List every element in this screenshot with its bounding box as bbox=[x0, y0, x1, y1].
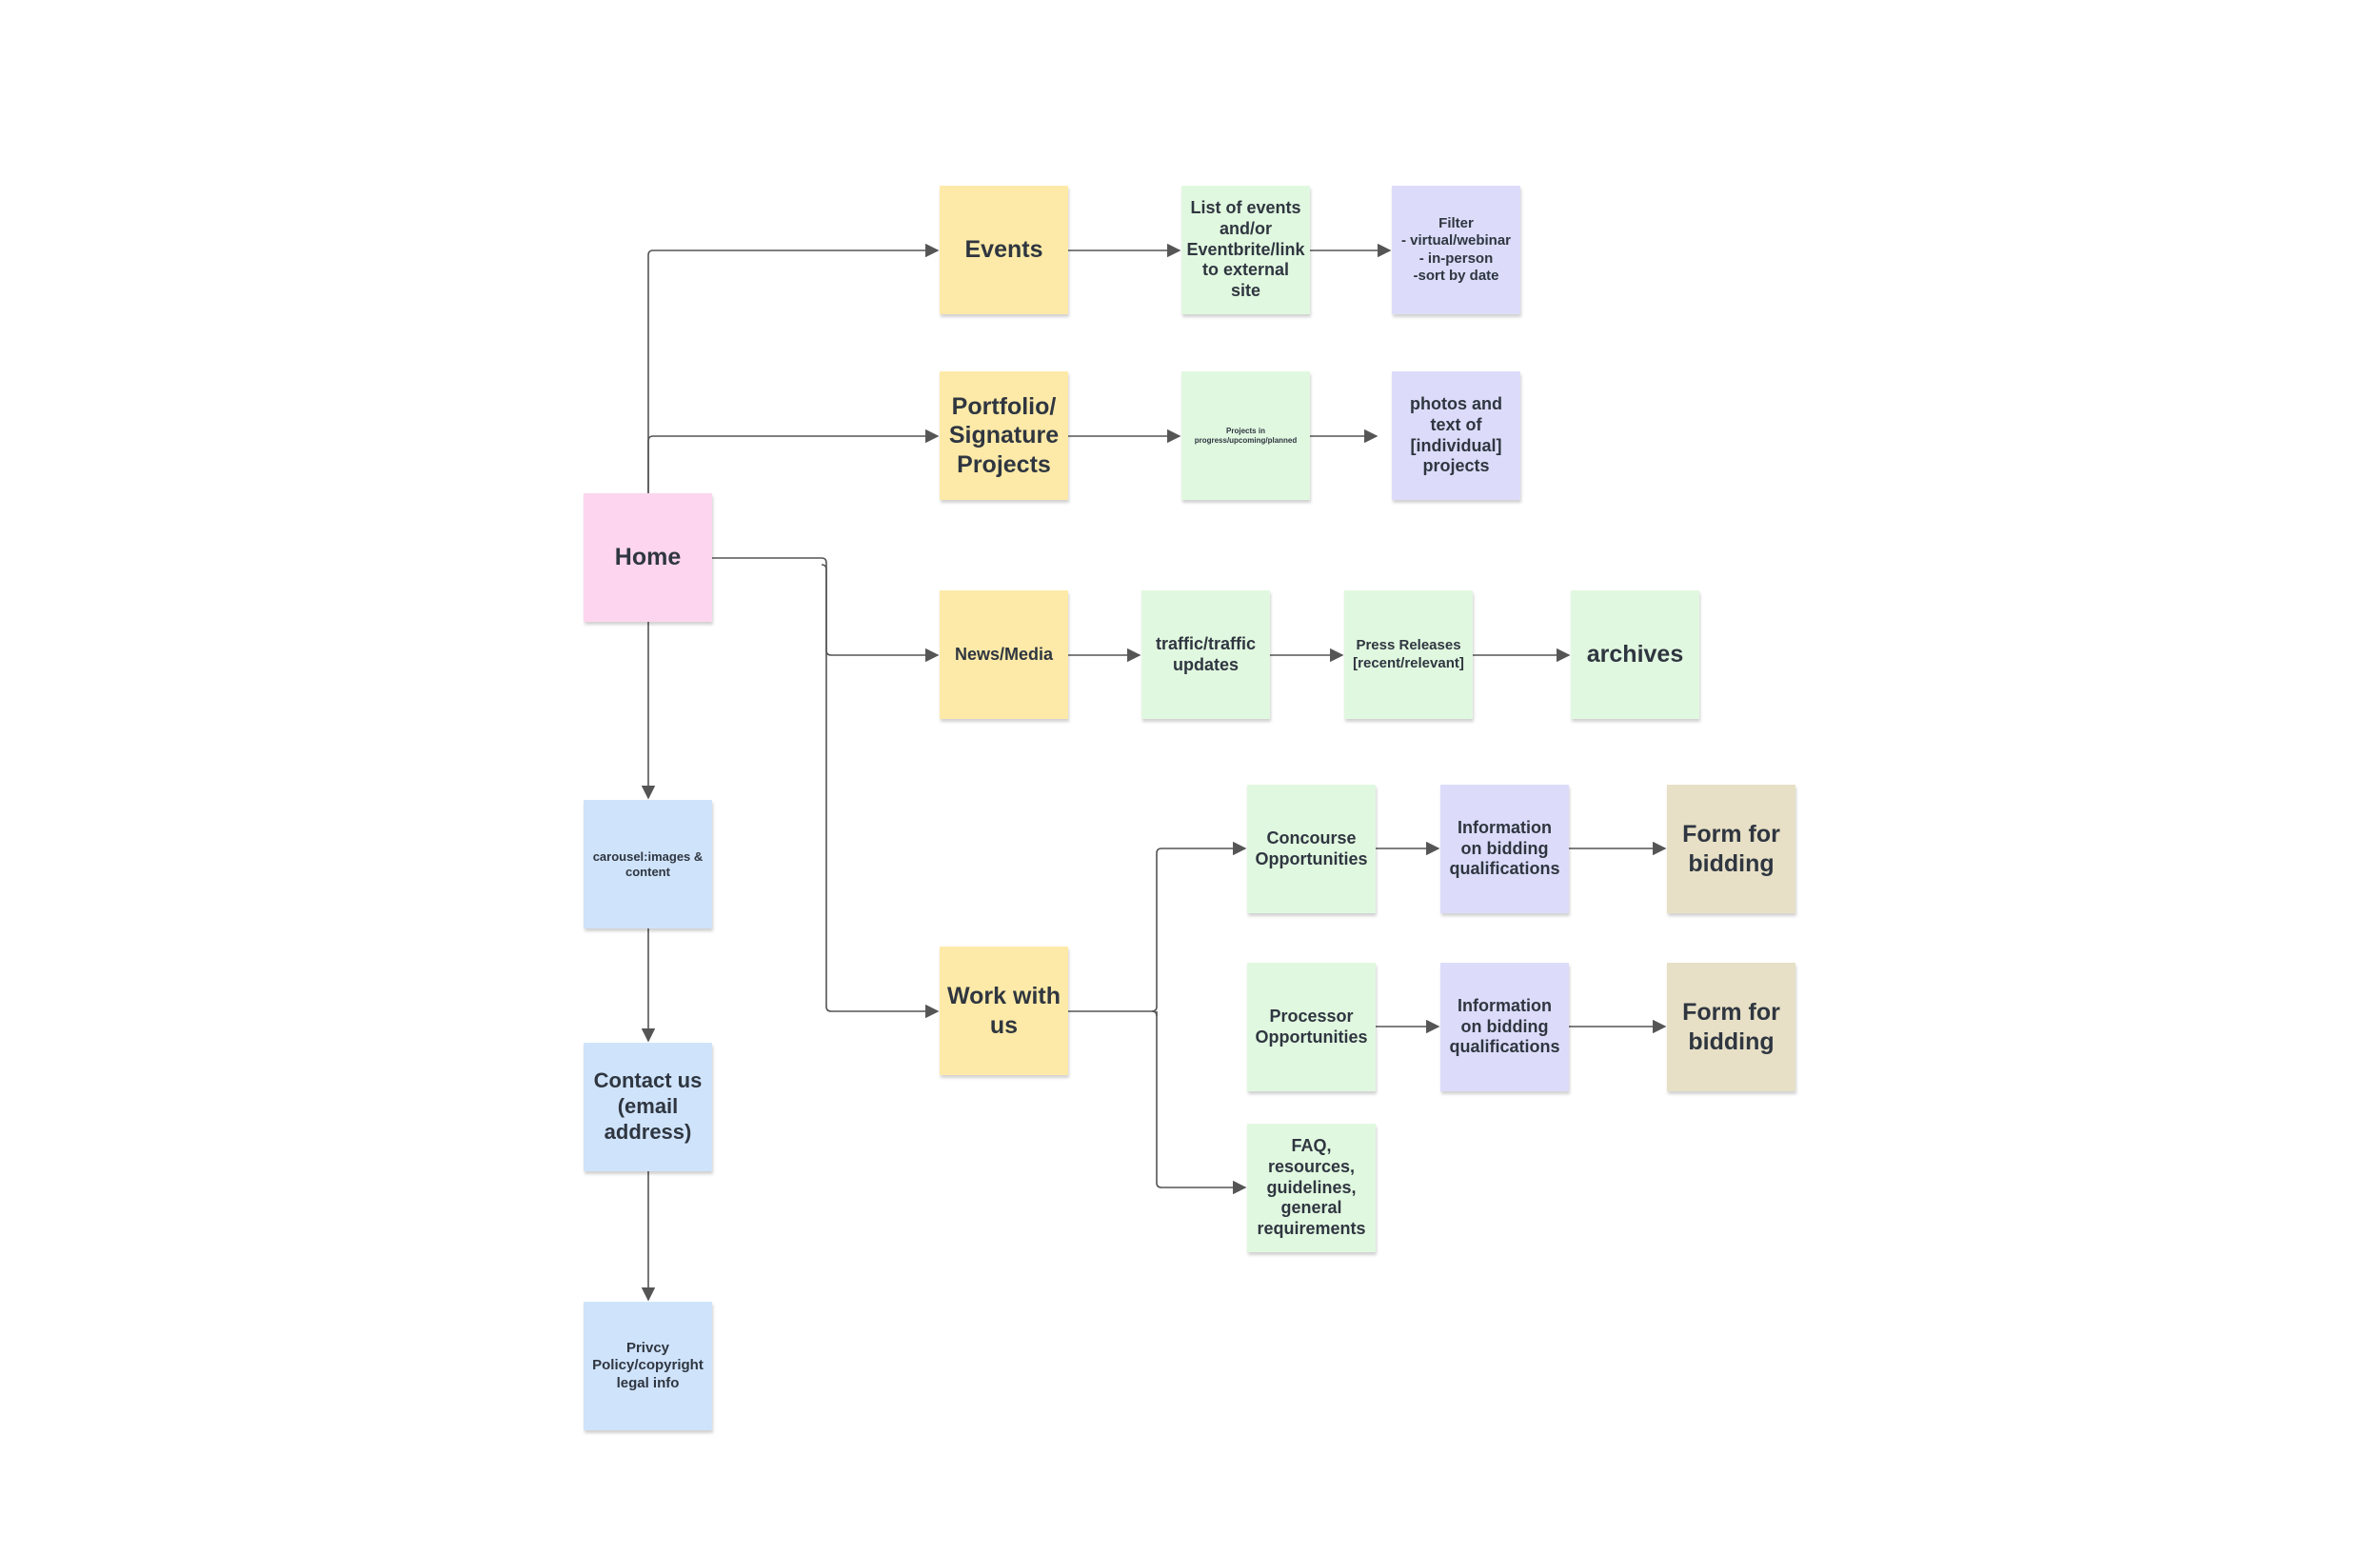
note-news-traffic-label: traffic/traffic updates bbox=[1155, 633, 1257, 674]
note-work-processor-info-label: Information on bidding qualifications bbox=[1449, 995, 1560, 1057]
note-work-concourse-label: Concourse Opportunities bbox=[1255, 828, 1368, 868]
note-carousel[interactable]: carousel:images & content bbox=[584, 800, 712, 928]
note-privacy-label: Privcy Policy/copyright legal info bbox=[592, 1340, 704, 1391]
note-portfolio-projects-label: Projects in progress/upcoming/planned bbox=[1194, 426, 1298, 445]
connector-home-to-portfolio bbox=[647, 429, 940, 493]
note-portfolio[interactable]: Portfolio/ Signature Projects bbox=[940, 371, 1068, 500]
note-work-concourse-form[interactable]: Form for bidding bbox=[1667, 785, 1795, 913]
note-work-faq-label: FAQ, resources, guidelines, general requ… bbox=[1257, 1135, 1366, 1239]
note-news-press-label: Press Releases [recent/relevant] bbox=[1353, 637, 1464, 671]
note-home[interactable]: Home bbox=[584, 493, 712, 622]
connector-home-to-news bbox=[712, 557, 940, 663]
note-portfolio-photos-label: photos and text of [individual] projects bbox=[1410, 393, 1502, 476]
connector-home-to-events bbox=[647, 243, 940, 493]
note-work-label: Work with us bbox=[947, 983, 1061, 1039]
note-work-concourse-form-label: Form for bidding bbox=[1682, 821, 1780, 877]
note-news-archives-label: archives bbox=[1586, 641, 1684, 668]
note-portfolio-label: Portfolio/ Signature Projects bbox=[948, 392, 1060, 478]
note-work-concourse-info[interactable]: Information on bidding qualifications bbox=[1440, 785, 1569, 913]
note-work-processor-info[interactable]: Information on bidding qualifications bbox=[1440, 963, 1569, 1091]
note-portfolio-photos[interactable]: photos and text of [individual] projects bbox=[1392, 371, 1520, 500]
note-contact[interactable]: Contact us (email address) bbox=[584, 1043, 712, 1171]
note-carousel-label: carousel:images & content bbox=[592, 848, 704, 879]
connector-work-to-work-faq bbox=[1156, 1011, 1247, 1195]
note-work-concourse-info-label: Information on bidding qualifications bbox=[1449, 817, 1560, 879]
note-portfolio-projects[interactable]: Projects in progress/upcoming/planned bbox=[1181, 371, 1310, 500]
note-news-label: News/Media bbox=[954, 644, 1054, 664]
connector-work-to-work-concourse bbox=[1068, 841, 1247, 1012]
note-events-filter[interactable]: Filter - virtual/webinar - in-person -so… bbox=[1392, 186, 1520, 314]
note-news-traffic[interactable]: traffic/traffic updates bbox=[1141, 590, 1270, 719]
note-events[interactable]: Events bbox=[940, 186, 1068, 314]
note-news[interactable]: News/Media bbox=[940, 590, 1068, 719]
note-work-processor-form-label: Form for bidding bbox=[1682, 999, 1780, 1055]
note-events-list[interactable]: List of events and/or Eventbrite/link to… bbox=[1181, 186, 1310, 314]
note-contact-label: Contact us (email address) bbox=[593, 1068, 703, 1144]
note-events-label: Events bbox=[964, 236, 1043, 264]
note-work-processor-form[interactable]: Form for bidding bbox=[1667, 963, 1795, 1091]
note-events-list-label: List of events and/or Eventbrite/link to… bbox=[1186, 197, 1305, 301]
note-news-press[interactable]: Press Releases [recent/relevant] bbox=[1344, 590, 1473, 719]
note-work[interactable]: Work with us bbox=[940, 947, 1068, 1075]
note-privacy[interactable]: Privcy Policy/copyright legal info bbox=[584, 1302, 712, 1430]
connector-home-to-work bbox=[821, 564, 940, 1019]
note-home-label: Home bbox=[614, 544, 682, 571]
note-work-processor-label: Processor Opportunities bbox=[1255, 1006, 1368, 1047]
note-news-archives[interactable]: archives bbox=[1571, 590, 1699, 719]
note-events-filter-label: Filter - virtual/webinar - in-person -so… bbox=[1400, 214, 1512, 284]
note-work-concourse[interactable]: Concourse Opportunities bbox=[1247, 785, 1376, 913]
note-work-faq[interactable]: FAQ, resources, guidelines, general requ… bbox=[1247, 1124, 1376, 1252]
note-work-processor[interactable]: Processor Opportunities bbox=[1247, 963, 1376, 1091]
